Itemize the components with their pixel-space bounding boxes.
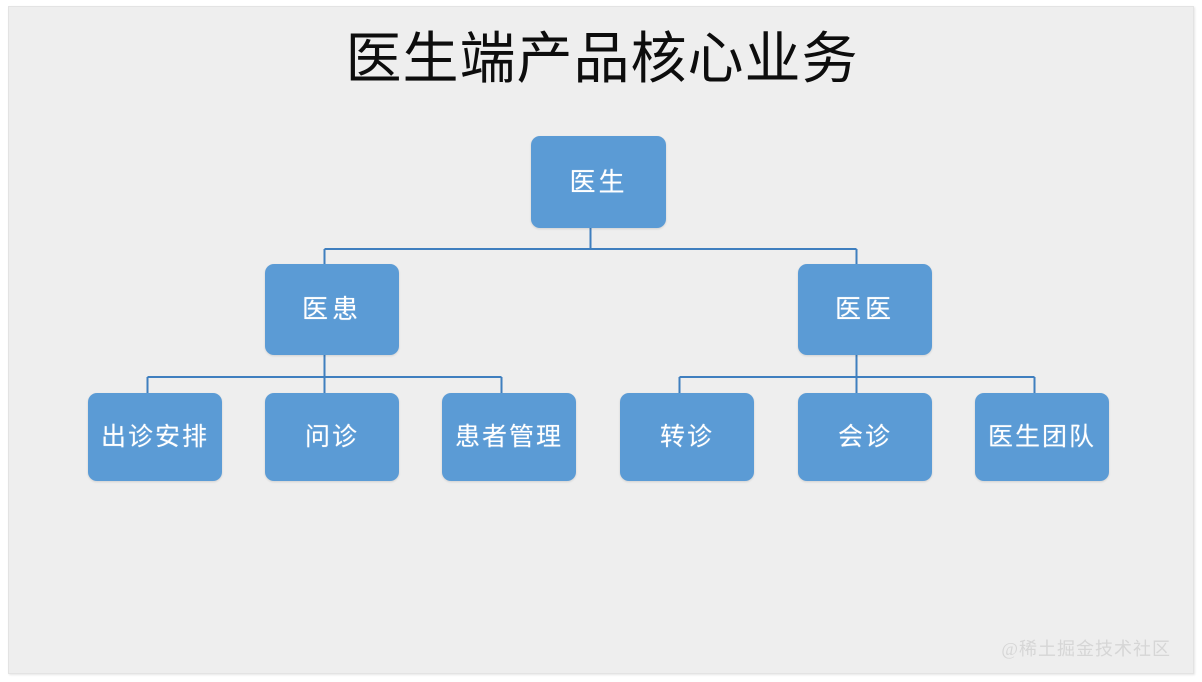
node-doctor-patient[interactable]: 医患: [265, 264, 399, 355]
node-label: 医生: [569, 167, 628, 197]
node-label: 患者管理: [454, 423, 563, 451]
connector-lines: [146, 228, 1036, 393]
node-doctor[interactable]: 医生: [531, 136, 666, 228]
node-referral[interactable]: 转诊: [620, 393, 754, 481]
node-label: 医生团队: [987, 423, 1096, 451]
slide-canvas: 医生端产品核心业务: [8, 6, 1194, 674]
node-patient-management[interactable]: 患者管理: [442, 393, 576, 481]
node-label: 医医: [834, 294, 895, 324]
node-visit-schedule[interactable]: 出诊安排: [88, 393, 222, 481]
page-title: 医生端产品核心业务: [345, 27, 859, 90]
node-label: 出诊安排: [100, 423, 209, 451]
node-label: 转诊: [659, 423, 714, 451]
node-label: 医患: [301, 294, 362, 324]
org-chart: 医生 医患 医医 出诊安排 问诊 患者管理 转诊 会诊 医生团队: [9, 7, 1193, 673]
node-label: 会诊: [837, 423, 892, 451]
watermark: @稀土掘金技术社区: [1001, 639, 1171, 659]
node-joint-consultation[interactable]: 会诊: [798, 393, 932, 481]
node-inquiry[interactable]: 问诊: [265, 393, 399, 481]
node-label: 问诊: [304, 423, 359, 451]
node-doctor-team[interactable]: 医生团队: [975, 393, 1109, 481]
node-doctor-doctor[interactable]: 医医: [798, 264, 932, 355]
